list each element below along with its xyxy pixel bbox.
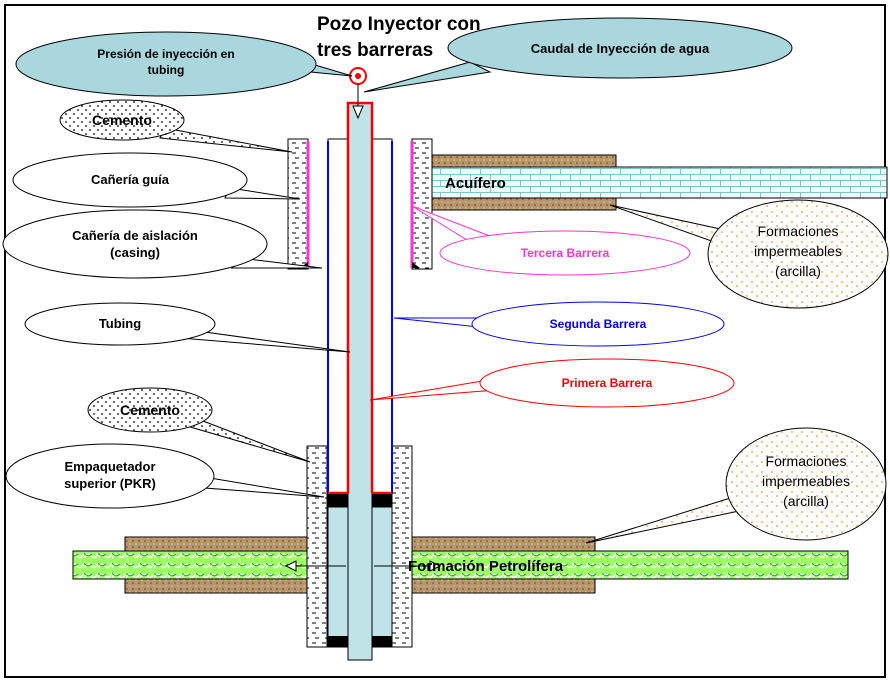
callout-packer: Empaquetador superior (PKR) (5, 443, 325, 509)
callout-water-flow: Caudal de Inyección de agua (363, 17, 793, 93)
packer (328, 494, 392, 507)
injection-flow-arrows (284, 560, 442, 572)
callout-cement-bottom: Cemento (87, 387, 311, 463)
callout-tubing: Tubing (24, 302, 351, 353)
callout-impermeable-bottom-line1: Formaciones (766, 453, 847, 469)
callout-guide-pipe-label: Cañería guía (91, 172, 170, 187)
callout-first-barrier-label: Primera Barrera (562, 376, 653, 390)
callout-injection-pressure-line2: tubing (148, 63, 185, 77)
callout-cement-top-label: Cemento (92, 112, 152, 128)
bottom-plug (328, 636, 392, 647)
cement-upper (287, 138, 433, 270)
callout-tubing-label: Tubing (99, 316, 141, 331)
callout-injection-pressure-line1: Presión de inyección en (97, 47, 234, 61)
callout-first-barrier: Primera Barrera (369, 358, 735, 408)
guide-pipe (300, 141, 420, 268)
aquifer-label: Acuífero (445, 175, 506, 192)
callout-impermeable-top-line1: Formaciones (758, 223, 839, 239)
oil-formation-layer (72, 550, 849, 580)
lower-annulus (327, 506, 393, 648)
callout-second-barrier: Segunda Barrera (393, 301, 725, 347)
callout-impermeable-bottom: Formaciones impermeables (arcilla) (585, 427, 887, 544)
diagram-title-line1: Pozo Inyector con (317, 14, 481, 35)
callout-second-barrier-label: Segunda Barrera (550, 317, 647, 331)
callout-cement-top: Cemento (59, 99, 293, 153)
tubing-pipe (328, 101, 392, 661)
callout-third-barrier: Tercera Barrera (411, 205, 691, 276)
callout-third-barrier-label: Tercera Barrera (521, 246, 610, 260)
callout-water-flow-label: Caudal de Inyección de agua (531, 41, 710, 56)
callout-impermeable-top-line2: impermeables (754, 243, 842, 259)
callout-injection-pressure: Presión de inyección en tubing (15, 31, 353, 97)
callout-casing-line2: (casing) (110, 245, 160, 260)
callout-packer-line2: superior (PKR) (64, 476, 156, 491)
callout-casing: Cañería de aislación (casing) (2, 209, 323, 279)
wellhead-injection-icon (349, 67, 367, 120)
callout-cement-bottom-label: Cemento (120, 402, 180, 418)
callout-casing-line1: Cañería de aislación (72, 228, 198, 243)
callout-impermeable-top-line3: (arcilla) (775, 263, 821, 279)
callout-impermeable-bottom-line3: (arcilla) (783, 493, 829, 509)
callout-impermeable-bottom-line2: impermeables (762, 473, 850, 489)
upper-clay-layer (431, 154, 617, 211)
oil-formation-label: Formación Petrolífera (408, 558, 564, 575)
callout-guide-pipe: Cañería guía (12, 152, 301, 208)
callout-impermeable-top: Formaciones impermeables (arcilla) (609, 199, 889, 309)
diagram-title-line2: tres barreras (317, 40, 433, 61)
callout-packer-line1: Empaquetador (64, 459, 155, 474)
